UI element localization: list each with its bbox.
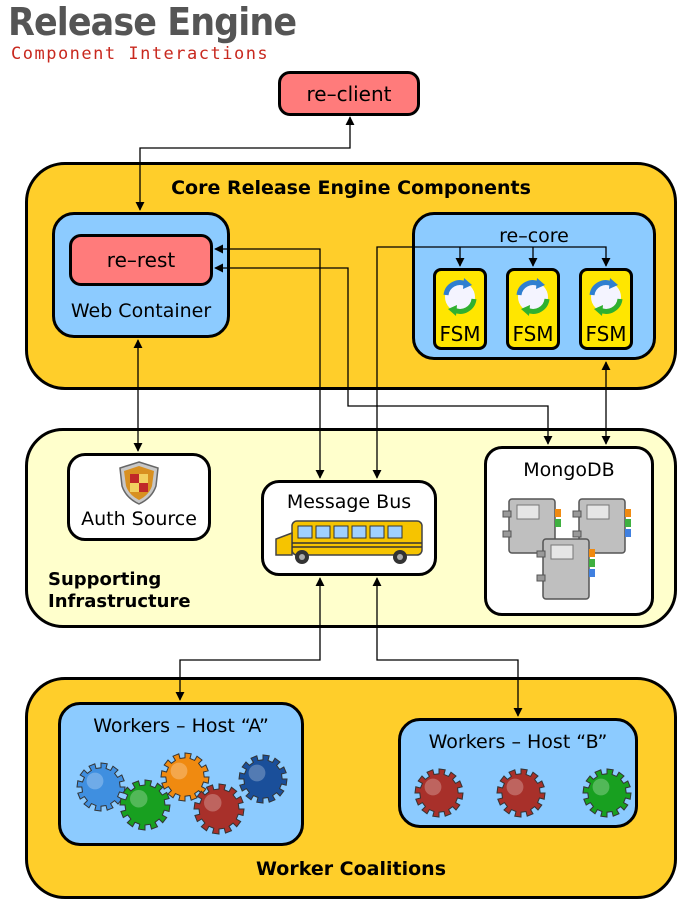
gear-icon: [193, 783, 245, 835]
fsm-box-3[interactable]: FSM: [579, 268, 633, 350]
arrow-recore-fsm3: [460, 246, 611, 267]
gear-icon: [76, 762, 126, 812]
re-client-label: re–client: [306, 81, 392, 106]
gear-icon: [160, 752, 210, 802]
arrow-rest-mongodb: [214, 263, 553, 445]
gear-icon: [414, 768, 464, 818]
re-rest-box[interactable]: re–rest: [69, 234, 213, 286]
page-subtitle: Component Interactions: [11, 44, 270, 64]
fsm-label-3: FSM: [585, 322, 627, 346]
infrastructure-heading-line2: Infrastructure: [48, 591, 191, 612]
mongodb-label: MongoDB: [523, 459, 615, 481]
auth-source-label: Auth Source: [81, 508, 197, 530]
arrow-recore-bus: [372, 246, 460, 479]
workers-host-a-box[interactable]: Workers – Host “A”: [58, 702, 304, 846]
workers-host-b-label: Workers – Host “B”: [428, 731, 608, 753]
message-bus-box[interactable]: Message Bus: [261, 480, 437, 576]
infrastructure-heading-line1: Supporting: [48, 569, 162, 590]
worker-gears-host-b: [414, 768, 632, 818]
worker-coalitions-heading: Worker Coalitions: [255, 858, 447, 880]
worker-gears-host-a: [76, 752, 288, 835]
shield-icon: [119, 461, 159, 505]
gear-icon: [582, 768, 632, 818]
web-container-label: Web Container: [70, 300, 212, 322]
workers-host-b-box[interactable]: Workers – Host “B”: [398, 718, 638, 828]
gear-icon: [238, 754, 288, 804]
re-core-label: re–core: [499, 225, 569, 247]
infrastructure-heading: Supporting Infrastructure: [48, 569, 191, 613]
bus-icon: [275, 520, 423, 564]
page-title: Release Engine: [8, 0, 297, 44]
gear-icon: [496, 768, 546, 818]
gear-icon: [119, 779, 171, 831]
auth-source-box[interactable]: Auth Source: [67, 453, 211, 541]
re-rest-label: re–rest: [106, 248, 176, 272]
message-bus-label: Message Bus: [286, 491, 412, 513]
arrow-bus-host-a: [175, 577, 325, 701]
arrow-client-webcontainer: [135, 116, 355, 211]
workers-host-a-label: Workers – Host “A”: [93, 715, 269, 737]
arrow-bus-host-b: [372, 577, 523, 717]
cycle-icon: [589, 278, 623, 316]
arrow-rest-bus: [214, 244, 325, 479]
database-servers-icon: [502, 498, 631, 600]
re-client-box[interactable]: re–client: [278, 71, 420, 116]
